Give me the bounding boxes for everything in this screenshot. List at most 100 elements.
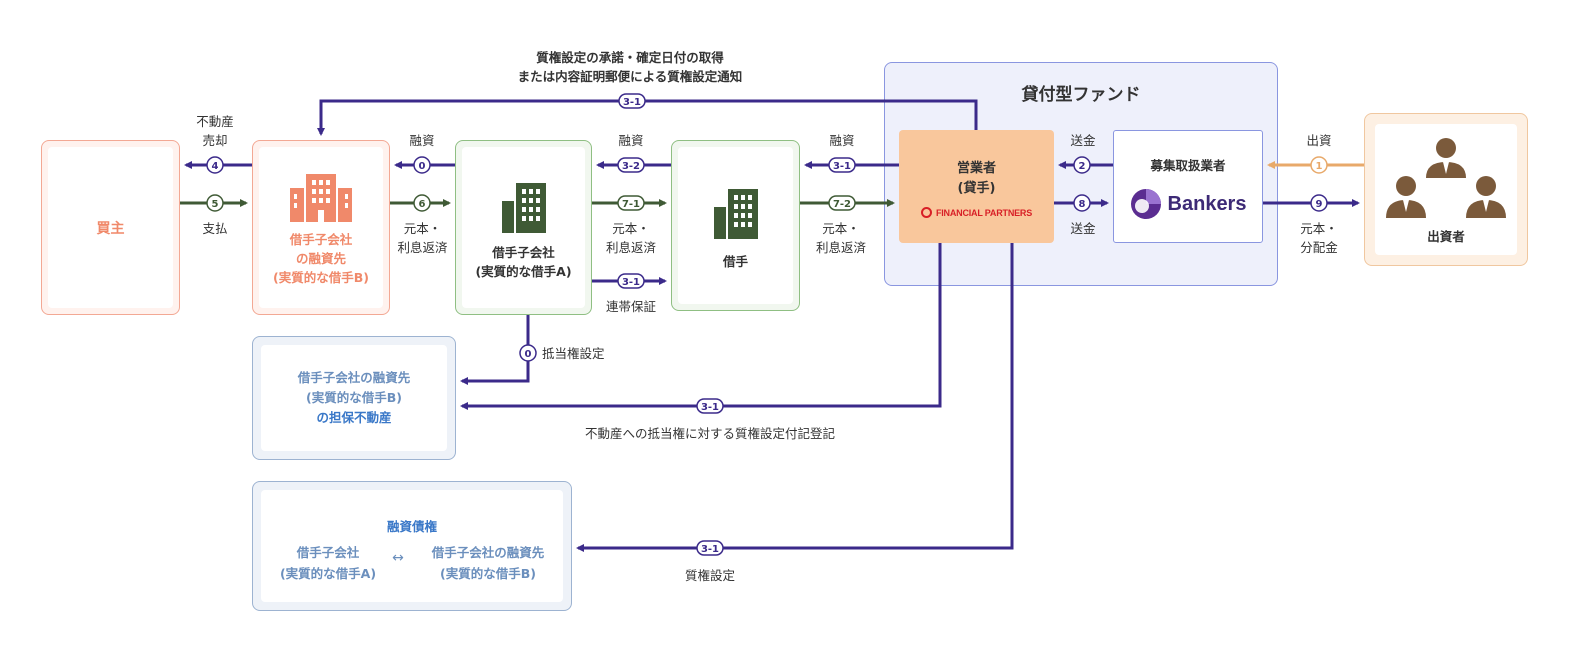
svg-text:7-1: 7-1 <box>622 199 640 210</box>
label-pledge-setting: 質権設定 <box>684 568 735 583</box>
sub-borrower-b-inner: 借手子会社 の融資先 (実質的な借手B) <box>259 147 383 308</box>
buyer-inner: 買主 <box>48 147 173 308</box>
collateral-line1: 借手子会社の融資先 <box>297 370 411 385</box>
arrow-mortgage-registration <box>460 243 942 410</box>
financial-partners-logo: FINANCIAL PARTNERS <box>920 207 1032 218</box>
label-loan-to-a: 融資 <box>618 133 644 148</box>
borrower-label: 借手 <box>722 254 748 269</box>
label-mortgage-registration: 不動産への抵当権に対する質権設定付記登記 <box>584 426 835 441</box>
loan-claim-left1: 借手子会社 <box>296 545 360 560</box>
label-dist-1: 元本・ <box>1300 221 1338 236</box>
badge-7-1: 7-1 <box>617 195 645 211</box>
top-note-line1: 質権設定の承諾・確定日付の取得 <box>536 50 724 65</box>
label-remit-top: 送金 <box>1070 133 1096 148</box>
buyer-label: 買主 <box>96 220 125 237</box>
label-repay-b-1: 元本・ <box>403 221 442 236</box>
sub-company-a-line2: (実質的な借手A) <box>475 263 572 279</box>
svg-text:7-2: 7-2 <box>833 199 851 210</box>
label-repay-to-lender: 元本・ 利息返済 <box>808 219 874 257</box>
collateral-line2: (実質的な借手B) <box>306 390 402 405</box>
svg-text:3-1: 3-1 <box>701 402 719 413</box>
svg-text:0: 0 <box>419 161 426 172</box>
loan-claim-left2: (実質的な借手A) <box>279 566 377 581</box>
agent-box: 募集取扱業者 Bankers <box>1113 130 1263 243</box>
top-note: 質権設定の承諾・確定日付の取得 または内容証明郵便による質権設定通知 <box>470 48 790 86</box>
fund-title: 貸付型ファンド <box>1021 85 1141 105</box>
sub-borrower-b-box: 借手子会社 の融資先 (実質的な借手B) <box>252 140 390 315</box>
badge-3-1-loan: 3-1 <box>828 157 856 173</box>
financial-partners-mark-icon <box>920 207 932 218</box>
investor-inner: 出資者 <box>1375 124 1517 255</box>
loan-claim-box: 融資債権 借手子会社 (実質的な借手A) ↔ 借手子会社の融資先 (実質的な借手… <box>252 481 572 611</box>
label-investment: 出資 <box>1306 133 1332 148</box>
investor-box: 出資者 <box>1364 113 1528 266</box>
loan-claim-arrow-icon: ↔ <box>392 550 404 566</box>
badge-0-mortgage: 0 <box>519 344 537 362</box>
label-mortgage-setting: 抵当権設定 <box>542 346 605 361</box>
badge-1: 1 <box>1310 156 1328 174</box>
investor-label: 出資者 <box>1427 229 1465 244</box>
sub-borrower-b-line3: (実質的な借手B) <box>273 270 369 285</box>
label-guarantee: 連帯保証 <box>605 299 656 314</box>
badge-4: 4 <box>206 156 224 174</box>
sub-company-a-box: 借手子会社 (実質的な借手A) <box>455 140 592 315</box>
svg-text:3-1: 3-1 <box>701 544 719 555</box>
svg-text:2: 2 <box>1079 161 1086 172</box>
label-sell-1: 不動産 <box>196 114 234 129</box>
arrow-pledge-setting <box>576 243 1014 552</box>
svg-text:0: 0 <box>525 349 532 360</box>
badge-3-1-guarantee: 3-1 <box>617 273 645 289</box>
badge-0-loan: 0 <box>413 156 431 174</box>
arrow-pledge-notice <box>317 99 978 136</box>
svg-text:5: 5 <box>212 199 219 210</box>
sub-borrower-b-line1: 借手子会社 <box>289 232 353 247</box>
label-loan-to-borrower: 融資 <box>829 133 855 148</box>
label-repay-b-2: 利息返済 <box>397 240 448 255</box>
label-real-estate-sale: 不動産 売却 <box>190 112 240 150</box>
label-remit-bottom: 送金 <box>1070 221 1096 236</box>
bankers-logo: Bankers <box>1130 188 1247 220</box>
building-icon <box>501 182 546 233</box>
label-repay-from-b: 元本・ 利息返済 <box>390 219 455 257</box>
loan-claim-left: 借手子会社 (実質的な借手A) <box>273 542 383 584</box>
collateral-line3: の担保不動産 <box>316 410 392 425</box>
label-distribution: 元本・ 分配金 <box>1290 219 1348 257</box>
buyer-box: 買主 <box>41 140 180 315</box>
loan-claim-right: 借手子会社の融資先 (実質的な借手B) <box>413 542 563 584</box>
bankers-text: Bankers <box>1167 192 1247 215</box>
svg-text:1: 1 <box>1316 161 1323 172</box>
building-icon <box>713 189 758 239</box>
collateral-inner: 借手子会社の融資先 (実質的な借手B) の担保不動産 <box>261 345 447 451</box>
label-repay-l-1: 元本・ <box>822 221 860 236</box>
loan-claim-right2: (実質的な借手B) <box>440 566 536 581</box>
sub-company-a-inner: 借手子会社 (実質的な借手A) <box>462 147 585 308</box>
people-icon <box>1386 138 1506 218</box>
agent-title: 募集取扱業者 <box>1150 158 1226 173</box>
label-repay-a-2: 利息返済 <box>605 240 656 255</box>
badge-6: 6 <box>413 194 431 212</box>
badge-5: 5 <box>206 194 224 212</box>
badge-9: 9 <box>1310 194 1328 212</box>
bankers-mark-icon <box>1130 189 1161 219</box>
label-loan-to-b: 融資 <box>409 133 435 148</box>
svg-text:3-1: 3-1 <box>623 97 641 108</box>
loan-claim-inner: 融資債権 借手子会社 (実質的な借手A) ↔ 借手子会社の融資先 (実質的な借手… <box>261 490 563 602</box>
label-repay-a-1: 元本・ <box>612 221 650 236</box>
svg-text:9: 9 <box>1316 199 1323 210</box>
sub-company-a-line1: 借手子会社 <box>492 244 555 260</box>
badge-3-1-mortgage: 3-1 <box>696 398 724 414</box>
top-note-line2: または内容証明郵便による質権設定通知 <box>517 69 743 84</box>
badge-3-1-pledge: 3-1 <box>696 540 724 556</box>
label-payment: 支払 <box>202 221 228 236</box>
borrower-box: 借手 <box>671 140 800 311</box>
collateral-box: 借手子会社の融資先 (実質的な借手B) の担保不動産 <box>252 336 456 460</box>
badge-2: 2 <box>1073 156 1091 174</box>
badge-8: 8 <box>1073 194 1091 212</box>
building-icon <box>290 174 352 222</box>
badge-7-2: 7-2 <box>828 195 856 211</box>
lender-box: 営業者 (貸手) FINANCIAL PARTNERS <box>899 130 1054 243</box>
badge-3-2: 3-2 <box>617 157 645 173</box>
svg-text:6: 6 <box>419 199 426 210</box>
label-sell-2: 売却 <box>202 133 228 148</box>
